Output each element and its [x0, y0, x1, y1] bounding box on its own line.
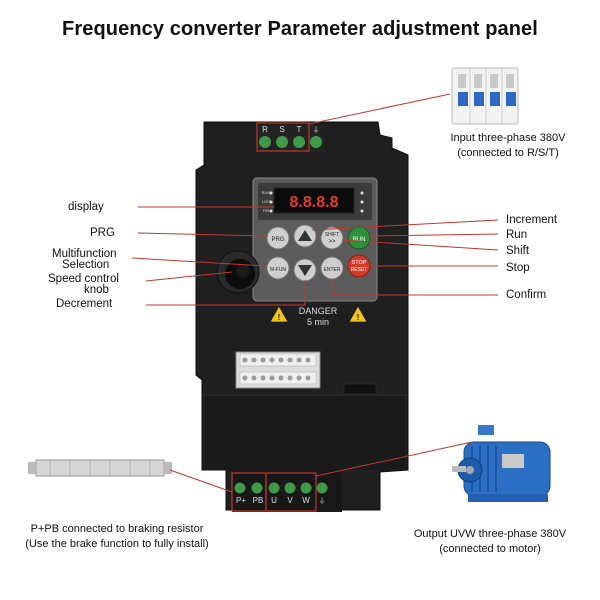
- label-shift: Shift: [506, 245, 530, 257]
- svg-text:5 min: 5 min: [307, 317, 329, 327]
- svg-text:RUN: RUN: [353, 237, 366, 243]
- prg-button[interactable]: PRG: [266, 226, 290, 250]
- output-caption-line2: (connected to motor): [439, 543, 541, 555]
- control-terminal-strip: [235, 351, 321, 389]
- svg-text:>>: >>: [328, 239, 336, 245]
- terminal-label-w: W: [302, 496, 310, 505]
- callout-lines: [131, 93, 499, 493]
- warning-triangle-left-icon: [269, 305, 289, 323]
- label-confirm: Confirm: [506, 289, 547, 301]
- svg-text:RUN: RUN: [262, 190, 271, 195]
- label-selection: Selection: [62, 259, 110, 271]
- svg-text:!: !: [357, 313, 360, 322]
- svg-text:DANGER: DANGER: [299, 306, 338, 316]
- ground-symbol-top: ⏚: [313, 126, 320, 134]
- arrow-up-icon: [298, 230, 312, 241]
- terminal-label-t: T: [297, 125, 302, 134]
- danger-warning-label: ! ! DANGER 5 min: [269, 305, 368, 327]
- label-speed-control: Speed control: [48, 273, 119, 285]
- output-terminal-block: P+ PB U V W ⏚: [231, 472, 328, 512]
- motor-image: [452, 425, 551, 502]
- braking-resistor-image: [28, 459, 172, 477]
- label-display: display: [68, 201, 104, 213]
- brake-caption-line1: P+PB connected to braking resistor: [30, 523, 204, 535]
- terminal-label-p-plus: P+: [236, 496, 246, 505]
- terminal-label-pb: PB: [253, 496, 264, 505]
- terminal-label-u: U: [271, 496, 277, 505]
- svg-text:RESET: RESET: [351, 267, 368, 273]
- label-stop: Stop: [506, 262, 530, 274]
- svg-text:SHIFT: SHIFT: [325, 232, 339, 238]
- label-prg: PRG: [90, 227, 115, 239]
- increment-button[interactable]: [293, 224, 317, 248]
- label-multifunction: Multifunction: [52, 248, 117, 260]
- mfun-button[interactable]: M-FUN: [266, 256, 290, 280]
- output-caption-line1: Output UVW three-phase 380V: [413, 528, 567, 540]
- panel-display-readout: 8.8.8.8: [290, 194, 339, 211]
- input-caption-line2: (connected to R/S/T): [457, 147, 559, 159]
- svg-text:PRG: PRG: [271, 237, 284, 243]
- warning-triangle-right-icon: [348, 305, 368, 323]
- circuit-breaker-image: [451, 67, 519, 125]
- brake-caption-line2: (Use the brake function to fully install…: [25, 538, 209, 550]
- brake-caption: P+PB connected to braking resistor (Use …: [10, 522, 224, 552]
- svg-text:F/R: F/R: [263, 208, 270, 213]
- stop-reset-button[interactable]: STOP RESET: [347, 254, 371, 278]
- svg-text:STOP: STOP: [352, 260, 367, 266]
- svg-text:M-FUN: M-FUN: [270, 267, 286, 273]
- terminal-label-r: R: [262, 125, 268, 134]
- arrow-down-icon: [298, 265, 312, 276]
- label-knob: knob: [84, 284, 109, 296]
- page-title: Frequency converter Parameter adjustment…: [62, 18, 538, 40]
- svg-text:LOC: LOC: [262, 199, 270, 204]
- terminal-label-s: S: [279, 125, 284, 134]
- run-button[interactable]: RUN: [347, 226, 371, 250]
- svg-text:ENTER: ENTER: [324, 267, 341, 273]
- ground-symbol-bottom: ⏚: [319, 497, 326, 505]
- terminal-label-v: V: [287, 496, 293, 505]
- speed-control-knob[interactable]: [216, 250, 260, 294]
- output-caption: Output UVW three-phase 380V (connected t…: [405, 527, 575, 557]
- decrement-button[interactable]: [293, 258, 317, 282]
- keypad-panel: 8.8.8.8 RUN LOC F/R PRG SHIFT >> RUN M-F…: [252, 177, 378, 302]
- label-run: Run: [506, 229, 528, 241]
- label-decrement: Decrement: [56, 298, 113, 310]
- input-terminal-block: R S T ⏚: [256, 122, 324, 152]
- enter-button[interactable]: ENTER: [320, 256, 344, 280]
- input-caption: Input three-phase 380V (connected to R/S…: [428, 131, 588, 161]
- label-increment: Increment: [506, 214, 558, 226]
- input-caption-line1: Input three-phase 380V: [450, 132, 566, 144]
- svg-text:!: !: [278, 313, 281, 322]
- shift-button[interactable]: SHIFT >>: [320, 226, 344, 250]
